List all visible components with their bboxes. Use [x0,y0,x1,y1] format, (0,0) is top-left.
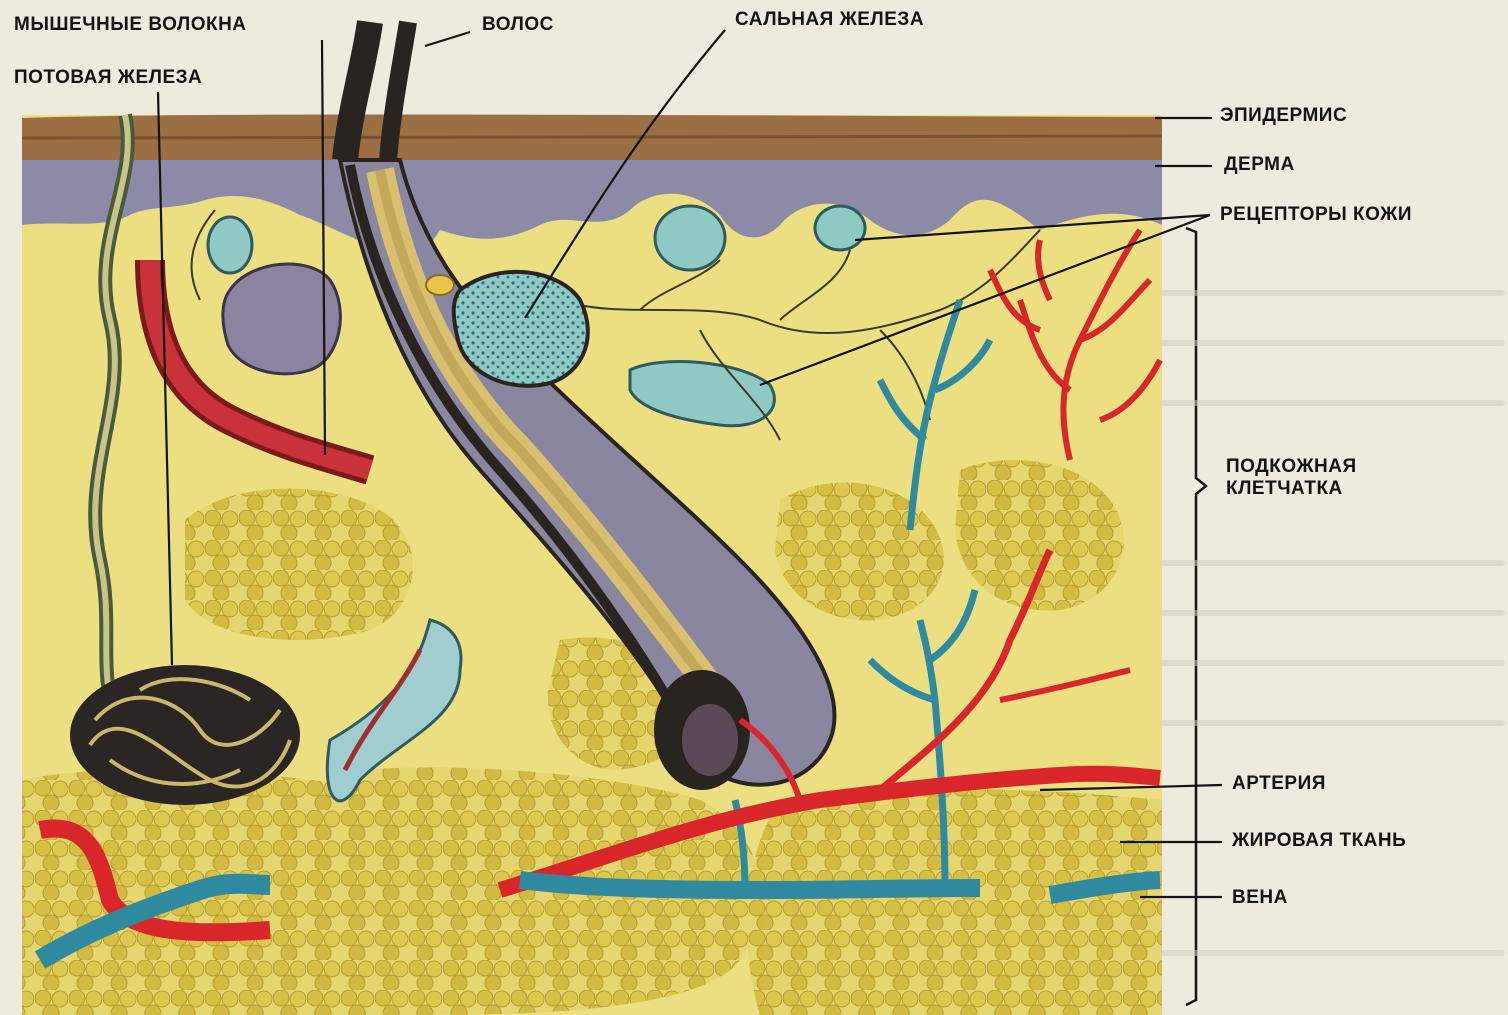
background-text-ghost [1160,560,1505,566]
background-text-ghost [1160,290,1505,296]
label-sebaceous-gland: САЛЬНАЯ ЖЕЛЕЗА [735,9,924,31]
label-hair: ВОЛОС [482,14,554,36]
label-sweat-gland: ПОТОВАЯ ЖЕЛЕЗА [14,67,202,89]
background-text-ghost [1160,660,1505,666]
label-skin-receptors: РЕЦЕПТОРЫ КОЖИ [1220,204,1412,226]
background-text-ghost [1160,610,1505,616]
background-text-ghost [1160,340,1505,346]
epidermis-layer [22,114,1162,160]
label-adipose-tissue: ЖИРОВАЯ ТКАНЬ [1232,830,1406,852]
label-vein: ВЕНА [1232,887,1288,909]
background-text-ghost [1160,720,1505,726]
label-subcutaneous-tissue: ПОДКОЖНАЯ КЛЕТЧАТКА [1226,456,1357,500]
label-artery: АРТЕРИЯ [1232,773,1326,795]
label-muscle-fibers: МЫШЕЧНЫЕ ВОЛОКНА [14,14,247,36]
label-epidermis: ЭПИДЕРМИС [1220,105,1347,127]
background-text-ghost [1160,950,1505,956]
label-dermis: ДЕРМА [1224,154,1295,176]
background-text-ghost [1160,400,1505,406]
